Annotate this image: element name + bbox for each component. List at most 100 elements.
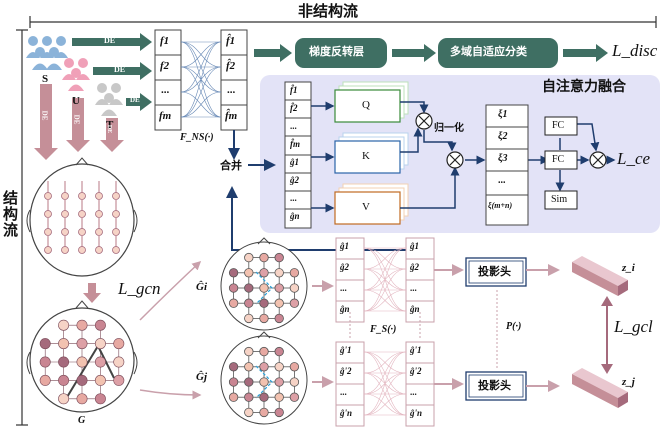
graph-node: [274, 346, 284, 357]
graph-node: [228, 392, 239, 402]
graph-node: [39, 356, 51, 368]
group-u-people-icon: [62, 58, 90, 91]
de-label: DE: [72, 114, 81, 125]
de-label: DE: [106, 124, 113, 134]
graph-gi-label: Ĝi: [196, 281, 207, 293]
de-label: DE: [104, 36, 116, 45]
electrode-node: [78, 210, 86, 218]
gj_feats2-3: ĝ'n: [410, 408, 423, 418]
graph-node: [274, 407, 284, 418]
gj_feats-3: ĝ'n: [340, 408, 353, 418]
graph-node: [244, 346, 254, 357]
graph-node: [289, 283, 300, 293]
graph-node: [244, 252, 254, 263]
merged-feature-6: ...: [290, 193, 297, 203]
graph-node: [274, 362, 284, 372]
graph-node: [244, 313, 254, 324]
group-t-people-icon: [95, 83, 123, 116]
graph-node: [274, 283, 284, 293]
electrode-node: [95, 246, 103, 254]
loss-gcl-label: L_gcl: [614, 317, 653, 336]
graph-node: [289, 268, 300, 278]
electrode-node: [112, 210, 120, 218]
graph-node: [39, 338, 51, 350]
gj_feats-1: ĝ'2: [340, 366, 352, 376]
graph-gj-label: Ĝj: [196, 371, 207, 383]
graph-node: [94, 356, 106, 368]
classifier-label: 多域自适应分类: [450, 45, 527, 58]
graph-node: [244, 377, 254, 387]
attention-fusion-title: 自注意力融合: [542, 79, 626, 95]
graph-node: [76, 374, 88, 386]
normalize-label: 归一化: [434, 123, 464, 134]
graph-node: [58, 374, 70, 386]
zi-label: z_i: [622, 262, 635, 274]
graph-node: [228, 283, 239, 293]
graph-node: [39, 374, 51, 386]
graph-node: [289, 298, 300, 308]
graph-node: [244, 283, 254, 293]
graph-node: [228, 362, 239, 372]
feature-ellipsis: ...: [161, 84, 170, 96]
loss-ce-label: L_ce: [617, 149, 651, 168]
projection-head-2: 投影头: [478, 379, 511, 392]
graph-node: [94, 319, 106, 331]
electrode-node: [44, 228, 52, 236]
graph-node: [274, 268, 284, 278]
graph-node: [76, 393, 88, 405]
electrode-node: [95, 228, 103, 236]
gi_feats2-3: ĝn: [410, 304, 420, 314]
graph-node: [289, 362, 300, 372]
fc1-label: FC: [552, 120, 565, 131]
graph-node: [259, 283, 269, 293]
loss-gcn-label: L_gcn: [118, 279, 161, 298]
gj_feats-2: ...: [340, 387, 347, 397]
graph-node: [58, 356, 70, 368]
merged-feature-7: ĝn: [290, 211, 300, 221]
electrode-node: [112, 228, 120, 236]
de-vertical-arrows: [34, 84, 124, 160]
gj_feats2-0: ĝ'1: [410, 345, 422, 355]
graph-node: [259, 362, 269, 372]
graph-node: [259, 346, 269, 357]
merge-label: 合并: [220, 159, 242, 172]
xi-1: ξ2: [498, 131, 508, 142]
graph-node: [274, 298, 284, 308]
graph-node: [58, 338, 70, 350]
electrode-node: [44, 246, 52, 254]
classifier-box: [438, 38, 558, 68]
gi_feats-0: ĝ1: [340, 241, 349, 251]
feature-hat-fm: f̂m: [225, 110, 238, 122]
gj_feats-0: ĝ'1: [340, 345, 352, 355]
electrode-node: [78, 192, 86, 200]
graph-node: [259, 252, 269, 263]
graph-node: [113, 374, 125, 386]
fs-function-label: F_S(·): [370, 324, 397, 335]
graph-node: [289, 392, 300, 402]
gi_feats2-0: ĝ1: [410, 241, 419, 251]
group-u-label: U: [72, 95, 80, 107]
electrode-node: [61, 246, 69, 254]
merged-feature-4: ĝ1: [290, 157, 299, 167]
gi_feats2-2: ...: [410, 283, 417, 293]
graph-node: [259, 392, 269, 402]
graph-node: [244, 268, 254, 278]
electrode-node: [61, 228, 69, 236]
graph-node: [76, 338, 88, 350]
graph-node: [76, 319, 88, 331]
grl-label: 梯度反转层: [309, 45, 364, 58]
graph-node: [244, 407, 254, 418]
feature-hat-ellipsis: ...: [227, 84, 236, 96]
p-function-label: P(·): [506, 321, 522, 332]
q-label: Q: [362, 99, 370, 111]
graph-node: [244, 298, 254, 308]
zi-bar-icon: [572, 256, 628, 296]
merged-feature-0: f̂1: [290, 85, 298, 95]
zj-bar-icon: [572, 368, 628, 408]
graph-node: [259, 377, 269, 387]
graph-node: [274, 392, 284, 402]
merged-feature-1: f̂2: [290, 103, 298, 113]
xi-2: ξ3: [498, 153, 508, 164]
graph-node: [274, 313, 284, 324]
